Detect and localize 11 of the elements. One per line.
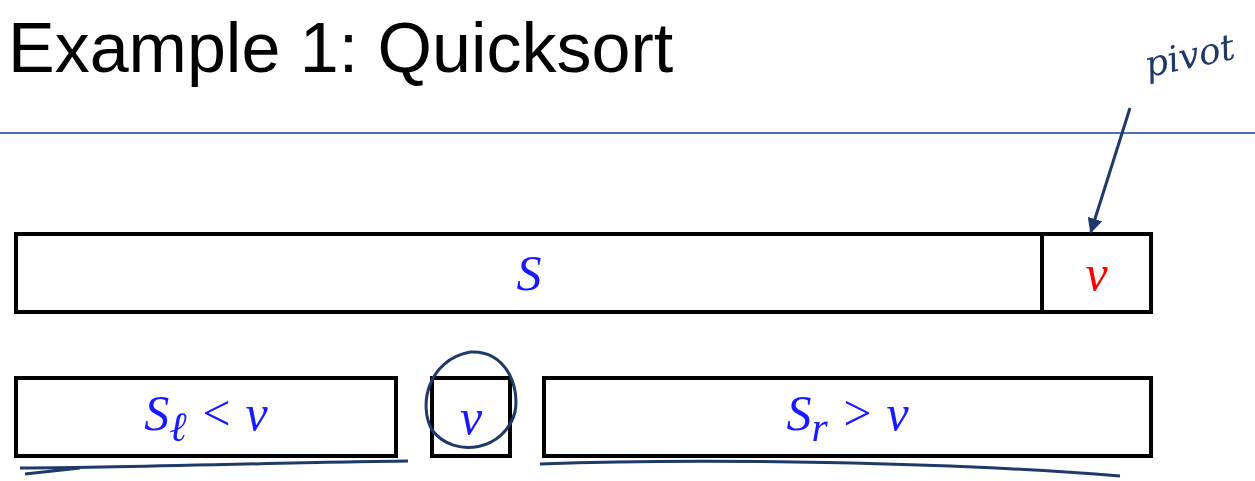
math-label: v (1085, 244, 1108, 302)
math-label: S (516, 244, 542, 302)
math-label: S$_{r}$ > v (786, 383, 909, 451)
handwritten-label: pivot (1141, 25, 1239, 85)
math-label: v (459, 388, 483, 446)
slide-title: Example 1: Quicksort (8, 8, 674, 88)
pivot-cell (430, 376, 512, 458)
arrow (1087, 107, 1132, 234)
partition-box (14, 376, 398, 458)
partition-box (542, 376, 1153, 458)
math-label: S$_{ℓ}$ < v (144, 383, 268, 451)
